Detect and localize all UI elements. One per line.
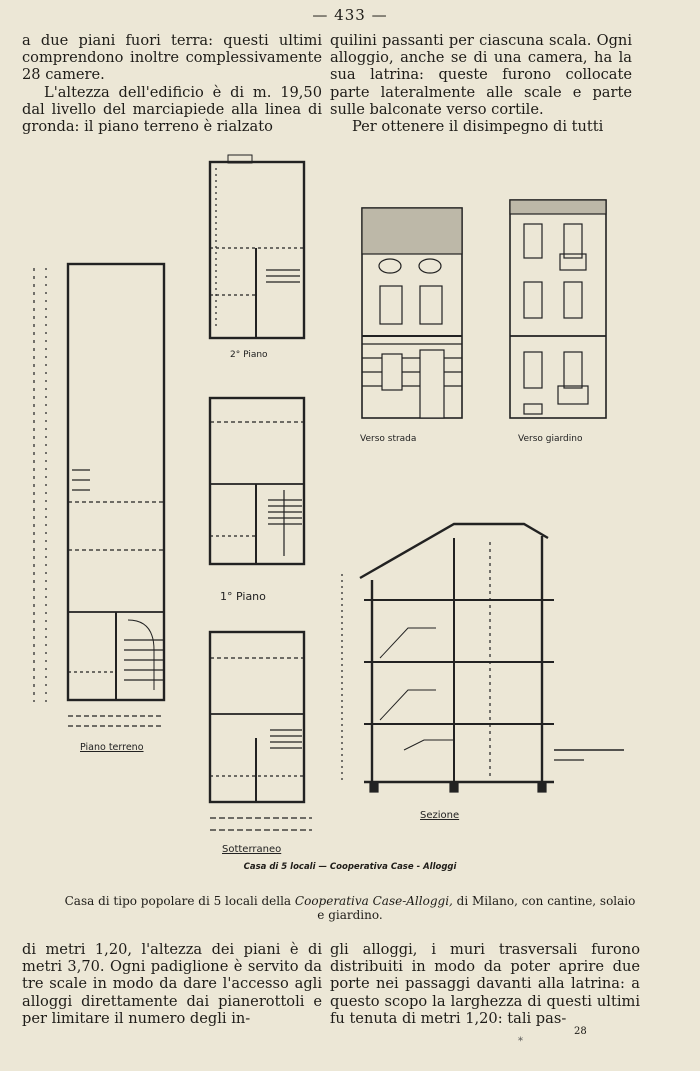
elevation-verso-giardino [509, 199, 607, 419]
label-primo-piano: 1° Piano [220, 590, 266, 603]
signature-number: 28 [574, 1026, 587, 1037]
caption-text: Casa di tipo popolare di 5 locali della [64, 894, 295, 908]
text-column-top-left: a due piani fuori terra: questi ultimi c… [22, 32, 322, 135]
text-column-bottom-right: gli alloggi, i muri trasversali furono d… [330, 941, 640, 1027]
plan-sotterraneo [208, 630, 312, 831]
label-verso-giardino: Verso giardino [518, 434, 583, 444]
paragraph: quilini passanti per ciascuna scala. Ogn… [330, 32, 632, 118]
plan-drawings [33, 154, 624, 831]
label-sezione: Sezione [420, 810, 460, 821]
paragraph: L'altezza dell'edificio è di m. 19,50 da… [22, 83, 322, 136]
paragraph: di metri 1,20, l'altezza dei piani è di … [22, 941, 322, 1027]
text-column-bottom-left: di metri 1,20, l'altezza dei piani è di … [22, 941, 322, 1027]
paragraph: Per ottenere il disimpegno di tutti [352, 118, 604, 136]
caption-text-end: di Milano, con cantine, solaio e giardin… [317, 894, 636, 922]
text-column-top-right: quilini passanti per ciascuna scala. Ogn… [330, 32, 632, 135]
label-verso-strada: Verso strada [360, 434, 417, 444]
architectural-plate: 2° Piano 1° Piano Piano terreno Sotterra… [24, 150, 676, 880]
paragraph: gli alloggi, i muri trasversali furono d… [330, 941, 640, 1027]
page-number: — 433 — [312, 6, 388, 24]
label-piano-terreno: Piano terreno [80, 742, 144, 753]
plan-secondo-piano [208, 154, 306, 340]
plan-piano-terreno [33, 262, 166, 727]
section-drawing [341, 522, 624, 793]
caption-italic: Cooperativa Case-Alloggi, [294, 894, 453, 908]
print-mark: * [518, 1036, 523, 1047]
figure-caption: Casa di tipo popolare di 5 locali della … [60, 894, 640, 922]
plate-caption: Casa di 5 locali — Cooperativa Case - Al… [243, 862, 457, 872]
elevation-verso-strada [361, 207, 463, 419]
label-secondo-piano: 2° Piano [230, 350, 268, 360]
label-sotterraneo: Sotterraneo [222, 844, 282, 855]
plan-primo-piano [208, 396, 306, 566]
paragraph: a due piani fuori terra: questi ultimi c… [22, 32, 322, 84]
